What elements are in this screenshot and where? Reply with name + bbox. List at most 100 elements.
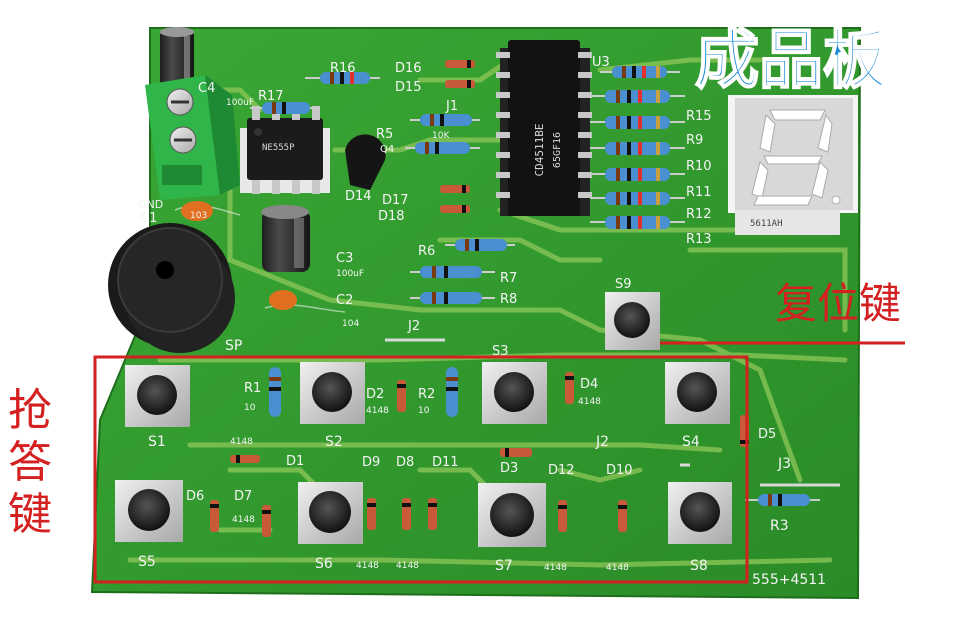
reset-key-label: 复位键 [775,279,901,328]
label-j3: J3 [777,456,791,472]
label-sp: SP [225,338,242,354]
label-s9: S9 [615,277,632,292]
label-d7: D7 [234,489,252,504]
board-model-label: 555+4511 [752,572,826,588]
label-q4: Q4 [380,144,394,155]
push-buttons [115,292,732,547]
button-s5 [115,480,183,542]
label-s5: S5 [138,554,156,570]
label-d16: D16 [395,61,422,76]
capacitor-c3 [261,205,310,272]
silkscreen-labels: C4 100uF R17 R16 D16 D15 U3 R15 R9 R10 R… [138,55,826,588]
button-s8 [668,482,732,544]
seven-segment-display: 5611AH [728,95,858,235]
label-r7: R7 [500,271,517,286]
label-r16: R16 [330,61,356,76]
label-r8: R8 [500,292,517,307]
capacitor-c4 [160,27,194,86]
button-s9 [605,292,660,350]
label-d4: D4 [580,377,598,392]
label-r6: R6 [418,244,435,259]
transistor-q4 [345,134,386,190]
label-r3: R3 [770,518,789,534]
label-d2-value: 4148 [366,406,389,416]
label-c1: C1 [140,211,157,226]
button-s4 [665,362,730,424]
label-c3-value: 100uF [336,269,364,279]
label-d12: D12 [548,463,575,478]
display-model-code: 5611AH [750,219,783,229]
label-d10-value: 4148 [606,563,629,573]
ic-ne555-label: NE555P [262,143,295,153]
label-d12-value: 4148 [544,563,567,573]
label-s4: S4 [682,434,700,450]
resistor-bank [590,66,685,229]
label-d11: D11 [432,455,459,470]
ic-cd4511-code: 65GF16 [552,132,563,168]
label-j2-top: J2 [407,319,420,334]
label-d10: D10 [606,463,633,478]
product-title: 成品板 [695,24,887,98]
label-c4-value: 100uF [226,98,254,108]
label-d14: D14 [345,189,372,204]
label-d18: D18 [378,209,405,224]
label-s6: S6 [315,556,333,572]
terminal-block [145,75,240,200]
label-r1-value: 10 [244,403,256,413]
misc-resistors [250,72,820,506]
answer-key-label: 抢答键 [8,385,52,540]
label-d9: D9 [362,455,380,470]
label-d15: D15 [395,80,422,95]
label-d3: D3 [500,461,518,476]
label-r1: R1 [244,381,261,396]
label-d8-value: 4148 [396,561,419,571]
label-d9-value: 4148 [356,561,379,571]
button-s7 [478,483,546,547]
label-d5: D5 [758,427,776,442]
ic-cd4511-label: CD4511BE [533,124,546,177]
label-d17: D17 [382,193,409,208]
label-r12: R12 [686,207,712,222]
label-d7-value: 4148 [232,515,255,525]
label-r17: R17 [258,89,284,104]
label-r2-value: 10 [418,406,430,416]
button-s3 [482,362,547,424]
button-s2 [300,362,365,424]
button-s6 [298,482,363,544]
label-d1: D1 [286,454,304,469]
capacitor-c1 [181,201,213,221]
label-d2: D2 [366,387,384,402]
buzzer [108,223,235,353]
capacitor-c2 [269,290,297,310]
label-c2: C2 [336,293,353,308]
label-d6: D6 [186,489,204,504]
label-j1: J1 [445,99,458,114]
label-r14-value: 10K [432,131,450,141]
label-d8: D8 [396,455,414,470]
label-r2: R2 [418,387,435,402]
label-c1-value: 103 [190,211,207,221]
label-j2-bottom: J2 [595,434,609,450]
label-r5: R5 [376,127,393,142]
label-gnd: GND [138,198,163,211]
label-d4-value: 4148 [578,397,601,407]
label-s8: S8 [690,558,708,574]
label-r10: R10 [686,159,712,174]
answer-buttons-highlight [93,355,749,584]
label-c2-value: 104 [342,319,359,329]
label-r9: R9 [686,133,703,148]
label-s3: S3 [492,344,509,359]
label-r13: R13 [686,232,712,247]
button-s1 [125,365,190,427]
ic-cd4511: CD4511BE 65GF16 [496,40,592,216]
label-d1-value: 4148 [230,437,253,447]
label-c4: C4 [198,81,215,96]
ic-ne555: NE555P [240,106,330,194]
label-c3: C3 [336,251,353,266]
label-r11: R11 [686,185,712,200]
label-r15: R15 [686,109,712,124]
label-u3: U3 [592,55,610,70]
label-s2: S2 [325,434,343,450]
label-s1: S1 [148,434,166,450]
